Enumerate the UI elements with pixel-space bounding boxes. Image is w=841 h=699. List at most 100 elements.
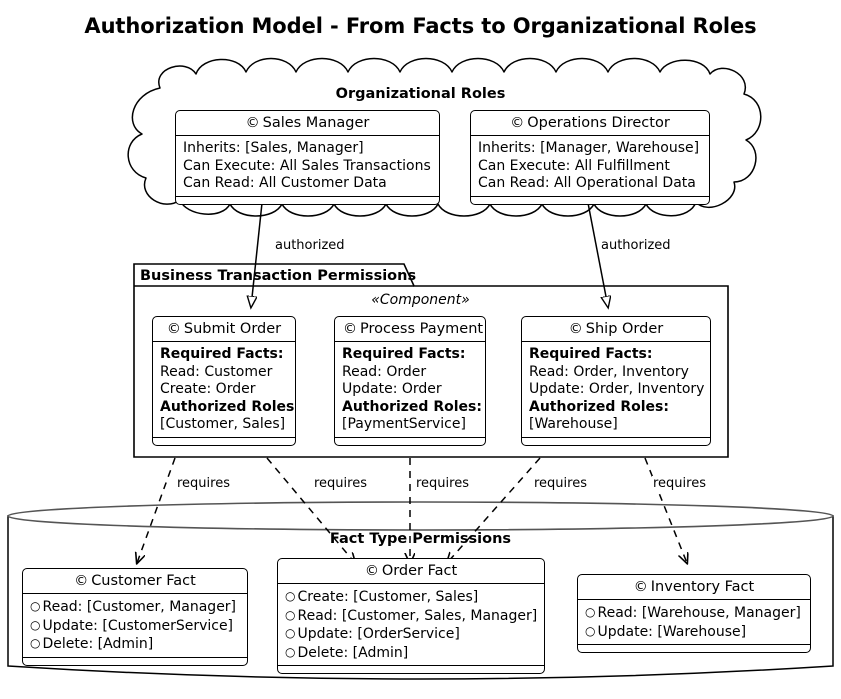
attribute-line: Read: Order <box>342 363 427 380</box>
operation-bullet-icon: ○ <box>30 599 41 613</box>
class-box-ship-order[interactable]: ©Ship Order Required Facts: Read: Order,… <box>521 316 711 446</box>
edge-label-requires-4: requires <box>533 476 588 491</box>
class-header-ship-order: ©Ship Order <box>522 317 710 342</box>
class-header-operations-director: ©Operations Director <box>471 111 709 136</box>
attribute-line: Read: Customer <box>160 363 273 380</box>
class-box-operations-director[interactable]: ©Operations Director Inherits: [Manager,… <box>470 110 710 205</box>
operation-line: ○Update: [CustomerService] <box>30 617 240 636</box>
authorized-connectors <box>251 202 608 307</box>
class-attributes: Required Facts: Read: Customer Create: O… <box>153 342 295 438</box>
operation-bullet-icon: ○ <box>30 636 41 650</box>
class-header-inventory-fact: ©Inventory Fact <box>578 575 810 600</box>
class-attributes: Required Facts: Read: Order, Inventory U… <box>522 342 710 438</box>
edge-label-requires-5: requires <box>652 476 707 491</box>
operation-text: Delete: [Admin] <box>297 644 409 661</box>
operation-text: Create: [Customer, Sales] <box>297 589 479 605</box>
attribute-line: [Customer, Sales] <box>160 416 286 432</box>
class-title: Sales Manager <box>262 115 370 131</box>
attribute-line: Can Execute: All Sales Transactions <box>183 157 431 174</box>
operation-text: Delete: [Admin] <box>42 636 154 652</box>
class-icon: © <box>510 115 525 131</box>
class-title: Submit Order <box>183 321 282 337</box>
operation-bullet-icon: ○ <box>285 589 296 603</box>
class-footer-compartment <box>23 658 247 665</box>
attribute-line: Update: Order, Inventory <box>529 381 705 397</box>
authorized-edge-1 <box>251 202 263 307</box>
operation-text: Update: [Warehouse] <box>597 623 747 640</box>
class-operations: ○Read: [Warehouse, Manager] ○Update: [Wa… <box>578 600 810 645</box>
class-icon: © <box>633 579 648 595</box>
operation-line: ○Update: [Warehouse] <box>585 623 803 642</box>
operation-bullet-icon: ○ <box>30 617 41 632</box>
operation-text: Read: [Customer, Manager] <box>42 599 237 615</box>
class-box-process-payment[interactable]: ©Process Payment Required Facts: Read: O… <box>334 316 486 446</box>
attribute-line: [PaymentService] <box>342 416 466 432</box>
edge-label-requires-1: requires <box>176 476 231 491</box>
package-stereotype: «Component» <box>371 292 470 308</box>
class-box-submit-order[interactable]: ©Submit Order Required Facts: Read: Cust… <box>152 316 296 446</box>
class-icon: © <box>166 321 181 337</box>
class-icon: © <box>245 115 260 131</box>
class-title: Inventory Fact <box>650 579 755 595</box>
edge-label-authorized-right: authorized <box>600 238 672 253</box>
class-footer-compartment <box>153 438 295 445</box>
operation-bullet-icon: ○ <box>585 605 596 619</box>
class-footer-compartment <box>471 197 709 204</box>
operation-line: ○Read: [Customer, Manager] <box>30 598 240 617</box>
class-icon: © <box>74 573 89 589</box>
operation-bullet-icon: ○ <box>285 626 296 640</box>
operation-line: ○Read: [Customer, Sales, Manager] <box>285 607 537 626</box>
class-box-order-fact[interactable]: ©Order Fact ○Create: [Customer, Sales] ○… <box>277 558 545 674</box>
operation-bullet-icon: ○ <box>285 644 296 659</box>
class-operations: ○Create: [Customer, Sales] ○Read: [Custo… <box>278 584 544 666</box>
package-caption: Business Transaction Permissions <box>140 268 417 284</box>
class-header-process-payment: ©Process Payment <box>335 317 485 342</box>
class-header-customer-fact: ©Customer Fact <box>23 569 247 594</box>
class-header-order-fact: ©Order Fact <box>278 559 544 584</box>
class-footer-compartment <box>578 645 810 652</box>
edge-label-authorized-left: authorized <box>274 238 346 253</box>
class-box-sales-manager[interactable]: ©Sales Manager Inherits: [Sales, Manager… <box>175 110 440 205</box>
operation-line: ○Create: [Customer, Sales] <box>285 588 537 607</box>
class-header-sales-manager: ©Sales Manager <box>176 111 439 136</box>
class-attributes: Inherits: [Manager, Warehouse] Can Execu… <box>471 136 709 197</box>
operation-text: Update: [OrderService] <box>297 626 460 642</box>
requires-connectors <box>137 457 687 563</box>
operation-line: ○Delete: [Admin] <box>30 635 240 654</box>
class-attributes: Required Facts: Read: Order Update: Orde… <box>335 342 485 438</box>
operation-text: Read: [Warehouse, Manager] <box>597 605 801 621</box>
attribute-line: Required Facts: <box>342 346 466 362</box>
requires-edge-2 <box>266 457 355 563</box>
class-title: Customer Fact <box>91 573 196 589</box>
operation-line: ○Read: [Warehouse, Manager] <box>585 604 803 623</box>
attribute-line: Can Read: All Operational Data <box>478 175 696 191</box>
class-icon: © <box>364 563 379 579</box>
class-box-inventory-fact[interactable]: ©Inventory Fact ○Read: [Warehouse, Manag… <box>577 574 811 653</box>
attribute-line: Can Read: All Customer Data <box>183 175 387 191</box>
page-title: Authorization Model - From Facts to Orga… <box>84 14 757 38</box>
class-title: Order Fact <box>381 563 458 579</box>
class-footer-compartment <box>176 197 439 204</box>
class-attributes: Inherits: [Sales, Manager] Can Execute: … <box>176 136 439 197</box>
operation-line: ○Delete: [Admin] <box>285 644 537 663</box>
class-footer-compartment <box>522 438 710 445</box>
database-caption: Fact Type Permissions <box>329 531 512 547</box>
operation-bullet-icon: ○ <box>585 623 596 638</box>
attribute-line: Update: Order <box>342 381 442 397</box>
attribute-line: Authorized Roles: <box>342 398 482 415</box>
attribute-line: [Warehouse] <box>529 416 618 432</box>
edge-label-requires-3: requires <box>415 476 470 491</box>
class-title: Process Payment <box>360 321 484 337</box>
operation-line: ○Update: [OrderService] <box>285 625 537 644</box>
class-icon: © <box>568 321 583 337</box>
class-box-customer-fact[interactable]: ©Customer Fact ○Read: [Customer, Manager… <box>22 568 248 666</box>
operation-bullet-icon: ○ <box>285 607 296 622</box>
attribute-line: Create: Order <box>160 381 256 397</box>
class-footer-compartment <box>335 438 485 445</box>
class-title: Operations Director <box>527 115 670 131</box>
attribute-line: Authorized Roles: <box>529 398 669 415</box>
operation-text: Read: [Customer, Sales, Manager] <box>297 607 538 624</box>
attribute-line: Required Facts: <box>160 346 284 362</box>
class-title: Ship Order <box>585 321 664 337</box>
